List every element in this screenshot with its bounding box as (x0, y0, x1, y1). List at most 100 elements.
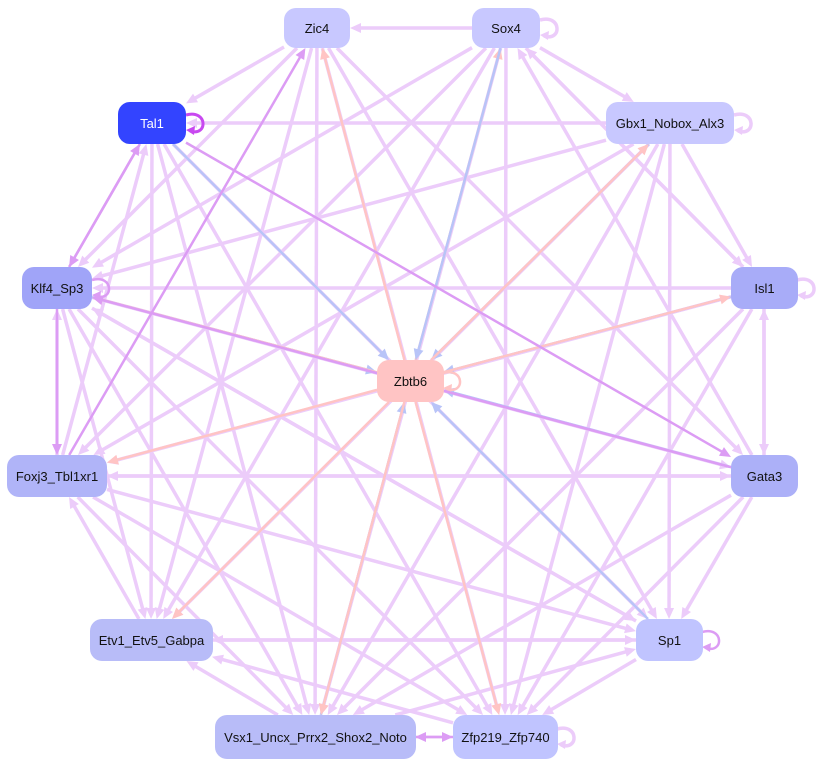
arrowhead (212, 654, 224, 665)
arrowhead (320, 48, 330, 60)
arrowhead (377, 348, 389, 360)
edge-klf4-foxj3 (52, 309, 62, 455)
edge-etv1-foxj3 (69, 497, 141, 620)
arrowhead (186, 661, 199, 671)
arrowhead (107, 454, 119, 465)
edge-zic4-vsx1 (310, 47, 321, 715)
arrowhead (52, 444, 62, 455)
arrowhead (78, 443, 90, 455)
arrowhead (731, 443, 744, 455)
node-zic4[interactable]: Zic4 (284, 8, 350, 48)
arrowhead (130, 144, 140, 157)
edge-zic4-etv1 (154, 47, 314, 619)
arrowhead (69, 497, 79, 510)
arrowhead (352, 705, 365, 715)
node-foxj3[interactable]: Foxj3_Tbl1xr1 (7, 455, 107, 497)
arrowhead (500, 703, 511, 715)
node-label: Gbx1_Nobox_Alx3 (615, 115, 725, 131)
arrowhead (310, 703, 321, 715)
node-gata3[interactable]: Gata3 (731, 455, 798, 497)
edge-klf4-tal1 (68, 144, 140, 268)
node-label: Tal1 (140, 115, 164, 131)
edge-isl1-klf4 (92, 283, 731, 293)
node-label: Zic4 (304, 20, 330, 36)
arrowhead (295, 48, 306, 61)
node-label: Sox4 (491, 20, 521, 36)
edge-gata3-sp1 (681, 496, 754, 619)
arrowhead (318, 703, 329, 715)
node-etv1[interactable]: Etv1_Etv5_Gabpa (90, 619, 213, 661)
edge-zbtb6-etv1 (172, 401, 390, 619)
arrowhead (350, 23, 361, 33)
arrowhead (647, 606, 657, 619)
node-klf4[interactable]: Klf4_Sp3 (22, 267, 92, 309)
arrowhead (327, 702, 338, 715)
arrowhead (442, 732, 453, 742)
edge-gbx1-vsx1 (327, 143, 660, 715)
edge-vsx1-etv1 (186, 661, 279, 717)
arrowhead (491, 703, 502, 715)
edge-zic4-klf4 (78, 46, 299, 267)
edge-tal1-gata3 (185, 141, 731, 457)
edge-tal1-tal1 (185, 112, 205, 135)
arrowhead (137, 607, 148, 619)
arrowhead (78, 255, 90, 267)
arrowhead (186, 93, 199, 104)
edge-foxj3-zic4 (68, 48, 306, 456)
arrowhead (301, 703, 312, 715)
edge-sox4-etv1 (163, 47, 496, 619)
arrowhead (281, 703, 294, 715)
arrowhead (517, 702, 528, 715)
edge-gbx1-zfp219 (508, 143, 667, 715)
arrowhead (719, 294, 731, 305)
arrowhead (742, 254, 753, 267)
edge-sox4-gbx1 (539, 46, 634, 102)
edge-gata3-sox4 (517, 48, 754, 456)
edge-zbtb6-isl1 (442, 294, 731, 374)
edge-sox4-isl1 (524, 46, 744, 267)
edge-gata3-vsx1 (352, 493, 732, 715)
arrowhead (720, 471, 731, 481)
edge-foxj3-vsx1 (76, 495, 294, 715)
node-vsx1[interactable]: Vsx1_Uncx_Prrx2_Shox2_Noto (215, 715, 416, 759)
node-label: Zfp219_Zfp740 (461, 729, 550, 745)
arrowhead (92, 308, 105, 318)
edge-zbtb6-zfp219 (414, 401, 502, 715)
arrowhead (681, 606, 692, 619)
node-isl1[interactable]: Isl1 (731, 267, 798, 309)
edge-isl1-zfp219 (517, 308, 754, 715)
edge-sox4-zic4 (350, 23, 472, 33)
arrowhead (664, 607, 675, 619)
node-zfp219[interactable]: Zfp219_Zfp740 (453, 715, 558, 759)
arrowhead (621, 92, 634, 102)
arrowhead (471, 703, 484, 715)
arrowhead (624, 647, 636, 657)
node-zbtb6[interactable]: Zbtb6 (377, 360, 444, 402)
arrowhead (508, 703, 519, 715)
node-gbx1[interactable]: Gbx1_Nobox_Alx3 (606, 102, 734, 144)
arrowhead (718, 447, 731, 457)
edge-zbtb6-gbx1 (430, 144, 649, 361)
arrowhead (92, 295, 104, 305)
arrowhead (172, 607, 184, 619)
arrowhead (186, 118, 197, 128)
node-tal1[interactable]: Tal1 (118, 102, 186, 144)
edge-sox4-klf4 (92, 46, 473, 268)
arrowhead (526, 703, 539, 715)
node-label: Sp1 (657, 632, 682, 648)
arrowhead (292, 702, 303, 715)
edge-gbx1-gbx1 (733, 112, 753, 135)
edge-gata3-isl1 (759, 309, 769, 455)
node-sp1[interactable]: Sp1 (636, 619, 703, 661)
edge-foxj3-gata3 (107, 471, 731, 481)
arrowhead (517, 48, 528, 61)
edge-foxj3-zfp219 (92, 495, 468, 715)
edge-zbtb6-zic4 (320, 48, 406, 361)
node-label: Gata3 (746, 468, 783, 484)
edge-klf4-zfp219 (76, 307, 484, 715)
node-label: Zbtb6 (393, 373, 428, 389)
node-sox4[interactable]: Sox4 (472, 8, 540, 48)
edge-gbx1-foxj3 (93, 142, 635, 455)
arrowhead (431, 402, 443, 414)
edge-tal1-zbtb6 (172, 143, 389, 360)
